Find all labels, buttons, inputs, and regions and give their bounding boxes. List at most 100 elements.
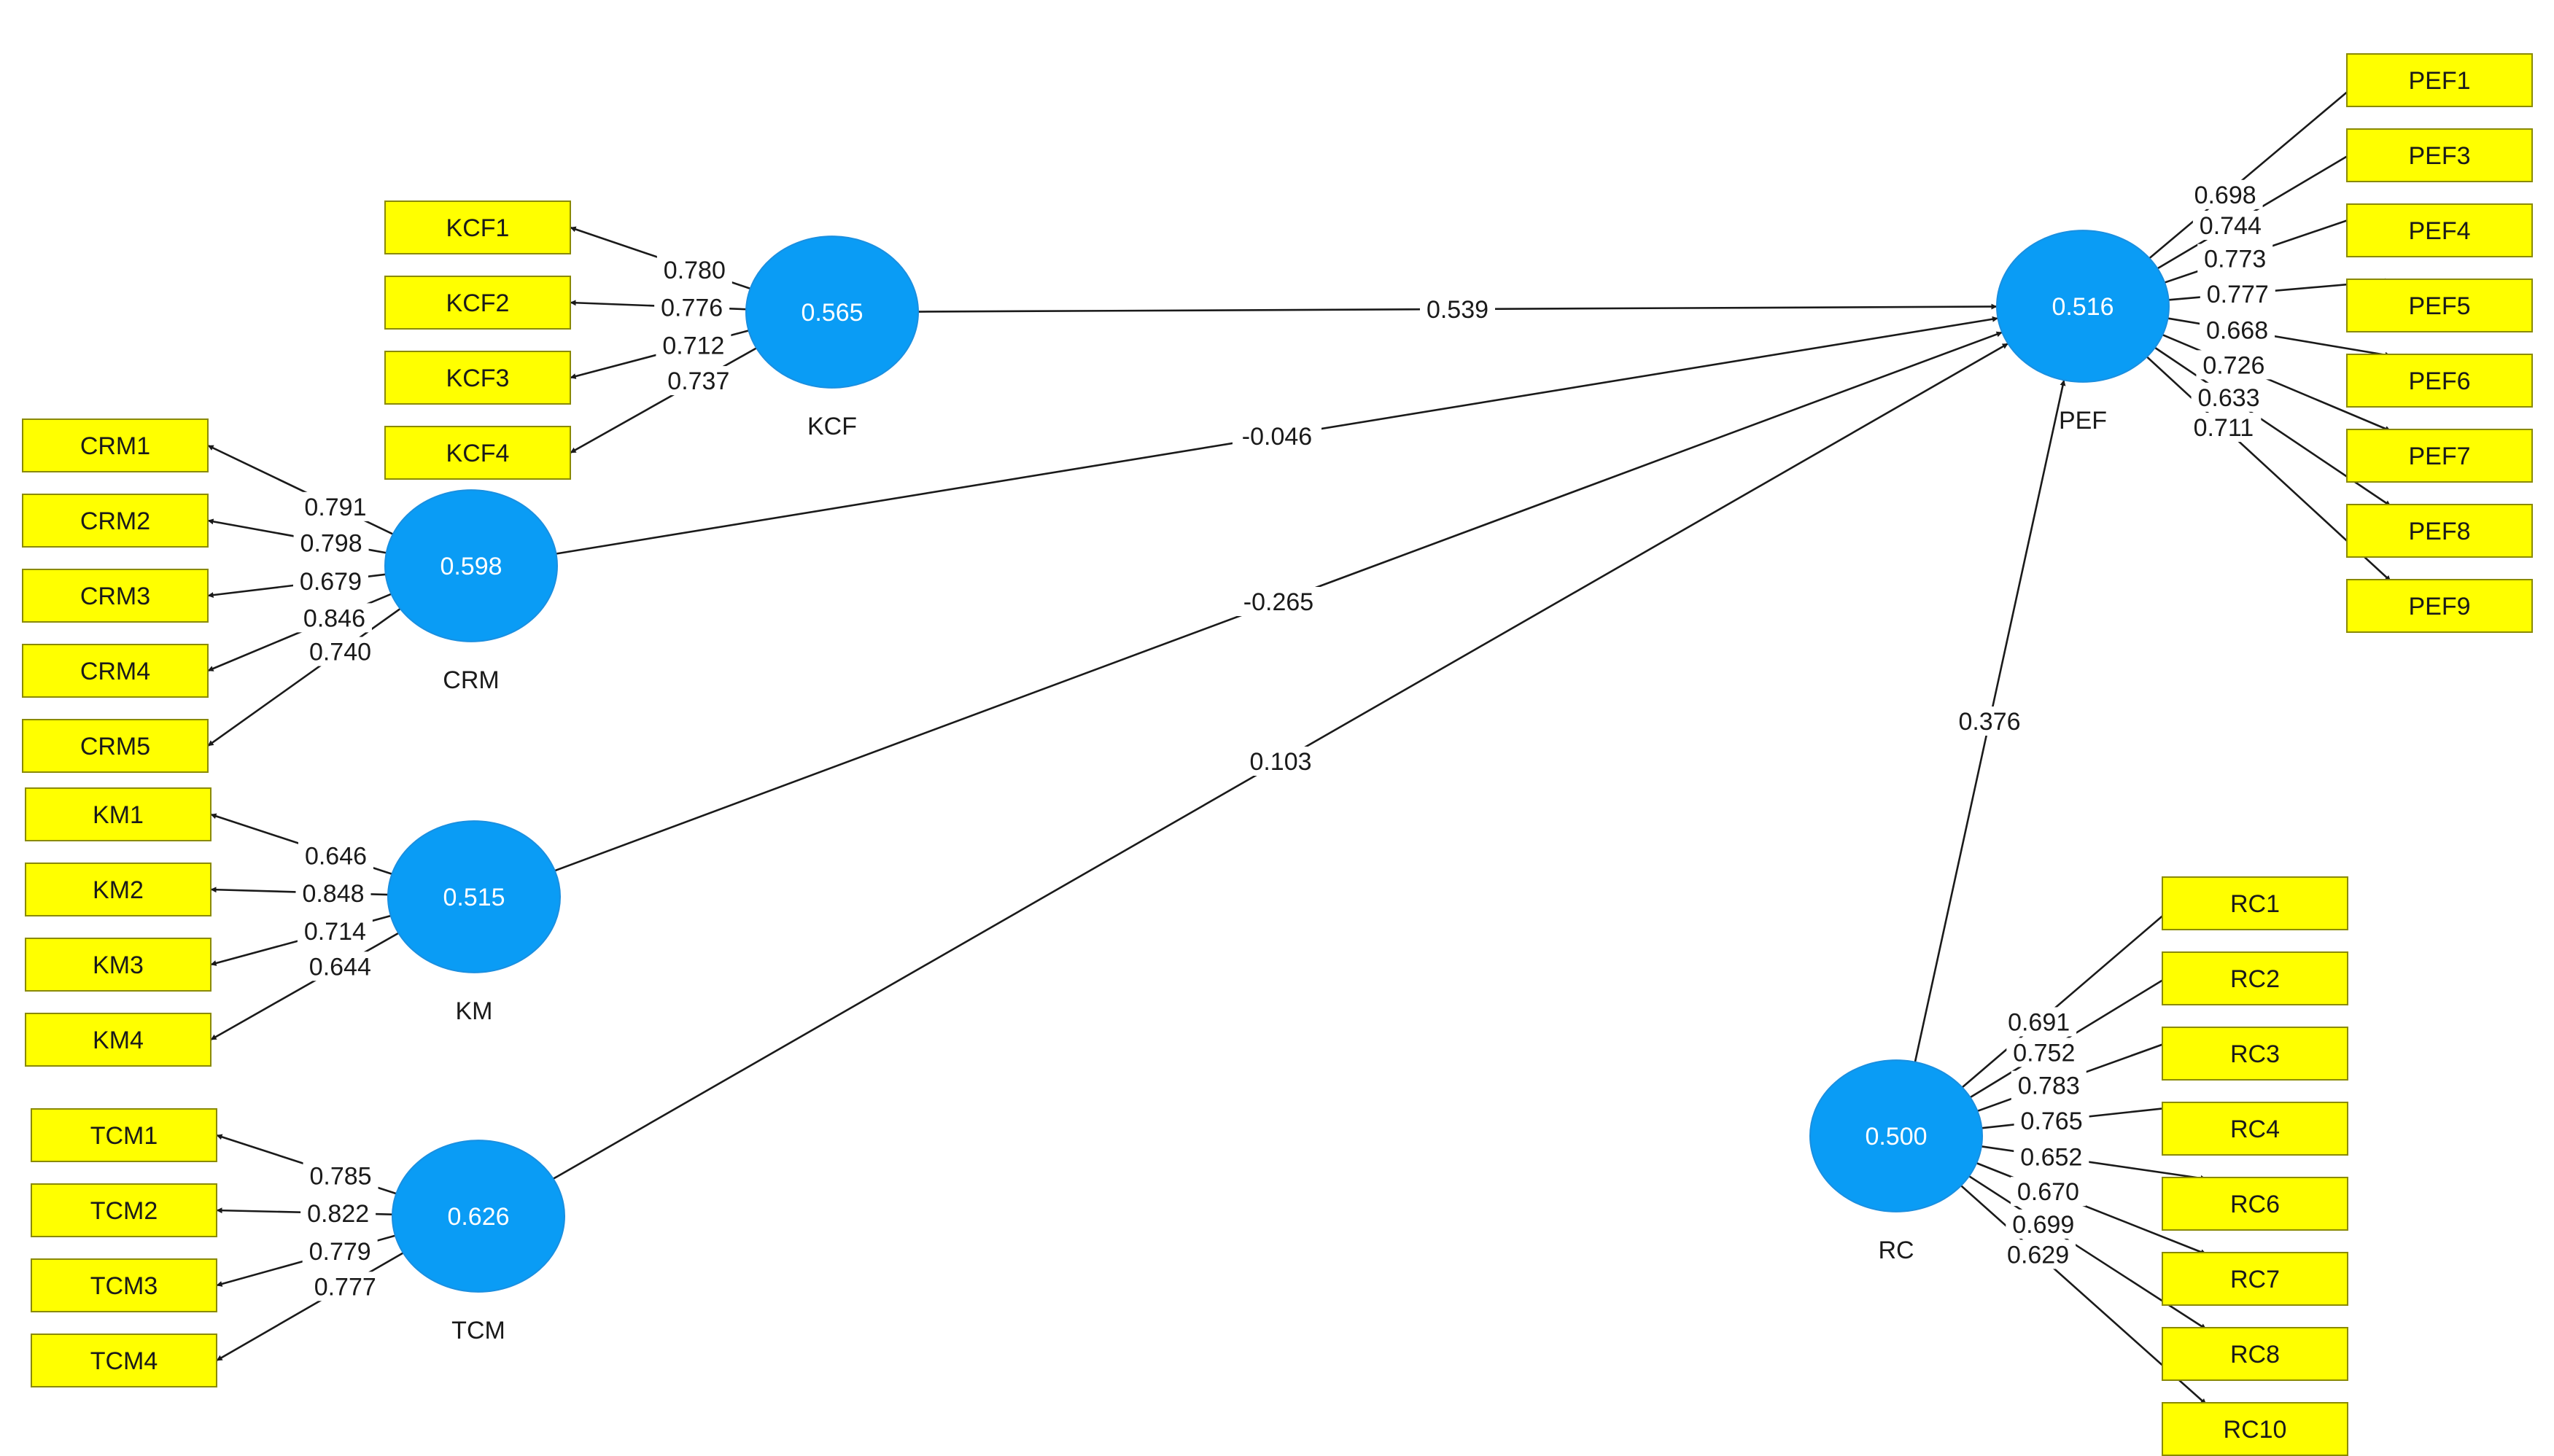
- indicator-label-crm1: CRM1: [80, 432, 150, 460]
- indicator-label-rc3: RC3: [2230, 1040, 2280, 1068]
- path-coef-rc-pef: 0.376: [1958, 708, 2020, 736]
- loading-value-pef6: 0.668: [2206, 317, 2268, 345]
- path-coef-crm-pef: -0.046: [1242, 423, 1312, 451]
- indicator-label-crm3: CRM3: [80, 583, 150, 610]
- indicator-box-tcm2[interactable]: [31, 1183, 217, 1237]
- loading-value-rc6-bg: [2014, 1142, 2089, 1172]
- loading-value-kcf2: 0.776: [661, 294, 723, 322]
- indicator-box-crm4[interactable]: [22, 644, 209, 698]
- path-coef-km-pef: -0.265: [1243, 588, 1313, 616]
- indicator-label-rc7: RC7: [2230, 1266, 2280, 1293]
- indicator-label-crm4: CRM4: [80, 658, 150, 685]
- loading-value-crm5: 0.740: [309, 639, 371, 666]
- indicator-box-km2[interactable]: [25, 863, 211, 916]
- loading-value-pef7: 0.726: [2202, 351, 2264, 379]
- indicator-box-pef3[interactable]: [2346, 128, 2533, 182]
- indicator-box-pef6[interactable]: [2346, 354, 2533, 408]
- indicator-box-rc3[interactable]: [2162, 1027, 2348, 1081]
- indicator-box-km4[interactable]: [25, 1013, 211, 1067]
- indicator-box-pef7[interactable]: [2346, 429, 2533, 483]
- construct-circle-pef[interactable]: [1996, 230, 2170, 383]
- indicator-label-kcf3: KCF3: [446, 365, 510, 392]
- loading-value-km1: 0.646: [305, 842, 367, 870]
- path-coef-rc-pef-bg: [1952, 706, 2027, 736]
- loading-edge-crm1: [207, 444, 396, 537]
- loading-value-kcf3-bg: [656, 330, 731, 360]
- path-coef-kcf-pef: 0.539: [1427, 296, 1488, 324]
- loading-value-pef1-bg: [2187, 179, 2263, 209]
- indicator-box-pef5[interactable]: [2346, 279, 2533, 332]
- loading-value-crm5-bg: [303, 636, 379, 666]
- loading-value-pef1: 0.698: [2194, 182, 2256, 209]
- indicator-box-pef8[interactable]: [2346, 504, 2533, 558]
- path-coef-kcf-pef-bg: [1420, 295, 1495, 324]
- indicator-label-rc2: RC2: [2230, 965, 2280, 993]
- loading-value-crm3: 0.679: [300, 568, 362, 596]
- indicator-label-rc1: RC1: [2230, 890, 2280, 918]
- indicator-box-kcf3[interactable]: [384, 351, 571, 405]
- indicator-label-pef7: PEF7: [2408, 443, 2470, 470]
- indicator-box-rc7[interactable]: [2162, 1252, 2348, 1306]
- indicator-box-rc8[interactable]: [2162, 1327, 2348, 1381]
- construct-circle-rc[interactable]: [1809, 1059, 1983, 1212]
- loading-value-crm1-bg: [298, 491, 373, 521]
- construct-circle-tcm[interactable]: [392, 1140, 565, 1293]
- loading-value-kcf4-bg: [661, 366, 737, 396]
- construct-circle-km[interactable]: [387, 820, 561, 973]
- indicator-label-pef6: PEF6: [2408, 367, 2470, 395]
- loading-edge-pef7: [2159, 332, 2391, 432]
- loading-value-tcm4-bg: [307, 1272, 383, 1301]
- indicator-box-km3[interactable]: [25, 938, 211, 992]
- indicator-box-rc6[interactable]: [2162, 1177, 2348, 1231]
- loading-value-kcf1-bg: [656, 254, 732, 284]
- indicator-box-kcf1[interactable]: [384, 201, 571, 254]
- indicator-box-pef9[interactable]: [2346, 579, 2533, 633]
- loading-value-tcm4: 0.777: [314, 1273, 376, 1301]
- indicator-box-kcf4[interactable]: [384, 426, 571, 480]
- indicator-box-tcm3[interactable]: [31, 1258, 217, 1312]
- construct-r2-tcm: 0.626: [447, 1203, 509, 1231]
- indicator-box-crm5[interactable]: [22, 719, 209, 773]
- indicator-box-tcm1[interactable]: [31, 1108, 217, 1162]
- indicator-label-km3: KM3: [93, 951, 144, 979]
- indicator-label-kcf2: KCF2: [446, 289, 510, 317]
- indicator-label-pef9: PEF9: [2408, 593, 2470, 620]
- indicator-box-rc2[interactable]: [2162, 951, 2348, 1005]
- indicator-box-kcf2[interactable]: [384, 276, 571, 330]
- indicator-box-km1[interactable]: [25, 787, 211, 841]
- loading-value-rc3: 0.783: [2018, 1072, 2080, 1100]
- loading-value-kcf1: 0.780: [664, 257, 726, 284]
- loading-value-tcm2-bg: [300, 1198, 376, 1228]
- loading-value-crm4: 0.846: [303, 604, 365, 632]
- indicator-box-rc10[interactable]: [2162, 1402, 2348, 1456]
- indicator-box-crm3[interactable]: [22, 569, 209, 623]
- indicator-label-pef8: PEF8: [2408, 518, 2470, 545]
- indicator-label-km1: KM1: [93, 801, 144, 829]
- indicator-box-crm2[interactable]: [22, 494, 209, 548]
- construct-circle-kcf[interactable]: [745, 235, 919, 389]
- loading-value-tcm2: 0.822: [307, 1200, 369, 1228]
- loading-value-rc8-bg: [2006, 1209, 2081, 1239]
- indicator-box-crm1[interactable]: [22, 418, 209, 472]
- loading-value-rc1-bg: [2001, 1007, 2077, 1037]
- path-coef-tcm-pef-bg: [1243, 747, 1319, 776]
- indicator-box-pef1[interactable]: [2346, 53, 2533, 107]
- loading-value-pef3-bg: [2192, 211, 2268, 241]
- loading-value-km3: 0.714: [304, 918, 366, 946]
- path-coef-crm-pef-bg: [1233, 421, 1321, 451]
- construct-name-kcf: KCF: [807, 413, 857, 440]
- construct-circle-crm[interactable]: [384, 489, 558, 642]
- loading-value-pef9-bg: [2186, 413, 2262, 443]
- loading-value-pef9: 0.711: [2194, 414, 2254, 442]
- loading-value-kcf3: 0.712: [662, 332, 724, 359]
- indicator-label-tcm3: TCM3: [90, 1272, 158, 1300]
- indicator-box-tcm4[interactable]: [31, 1334, 217, 1387]
- indicator-box-rc1[interactable]: [2162, 876, 2348, 930]
- loading-value-crm2: 0.798: [300, 530, 362, 558]
- indicator-label-rc8: RC8: [2230, 1341, 2280, 1369]
- indicator-box-rc4[interactable]: [2162, 1102, 2348, 1156]
- loading-value-rc10: 0.629: [2007, 1241, 2069, 1269]
- loading-value-crm1: 0.791: [304, 494, 366, 521]
- indicator-box-pef4[interactable]: [2346, 203, 2533, 257]
- loading-edge-kcf4: [570, 346, 760, 454]
